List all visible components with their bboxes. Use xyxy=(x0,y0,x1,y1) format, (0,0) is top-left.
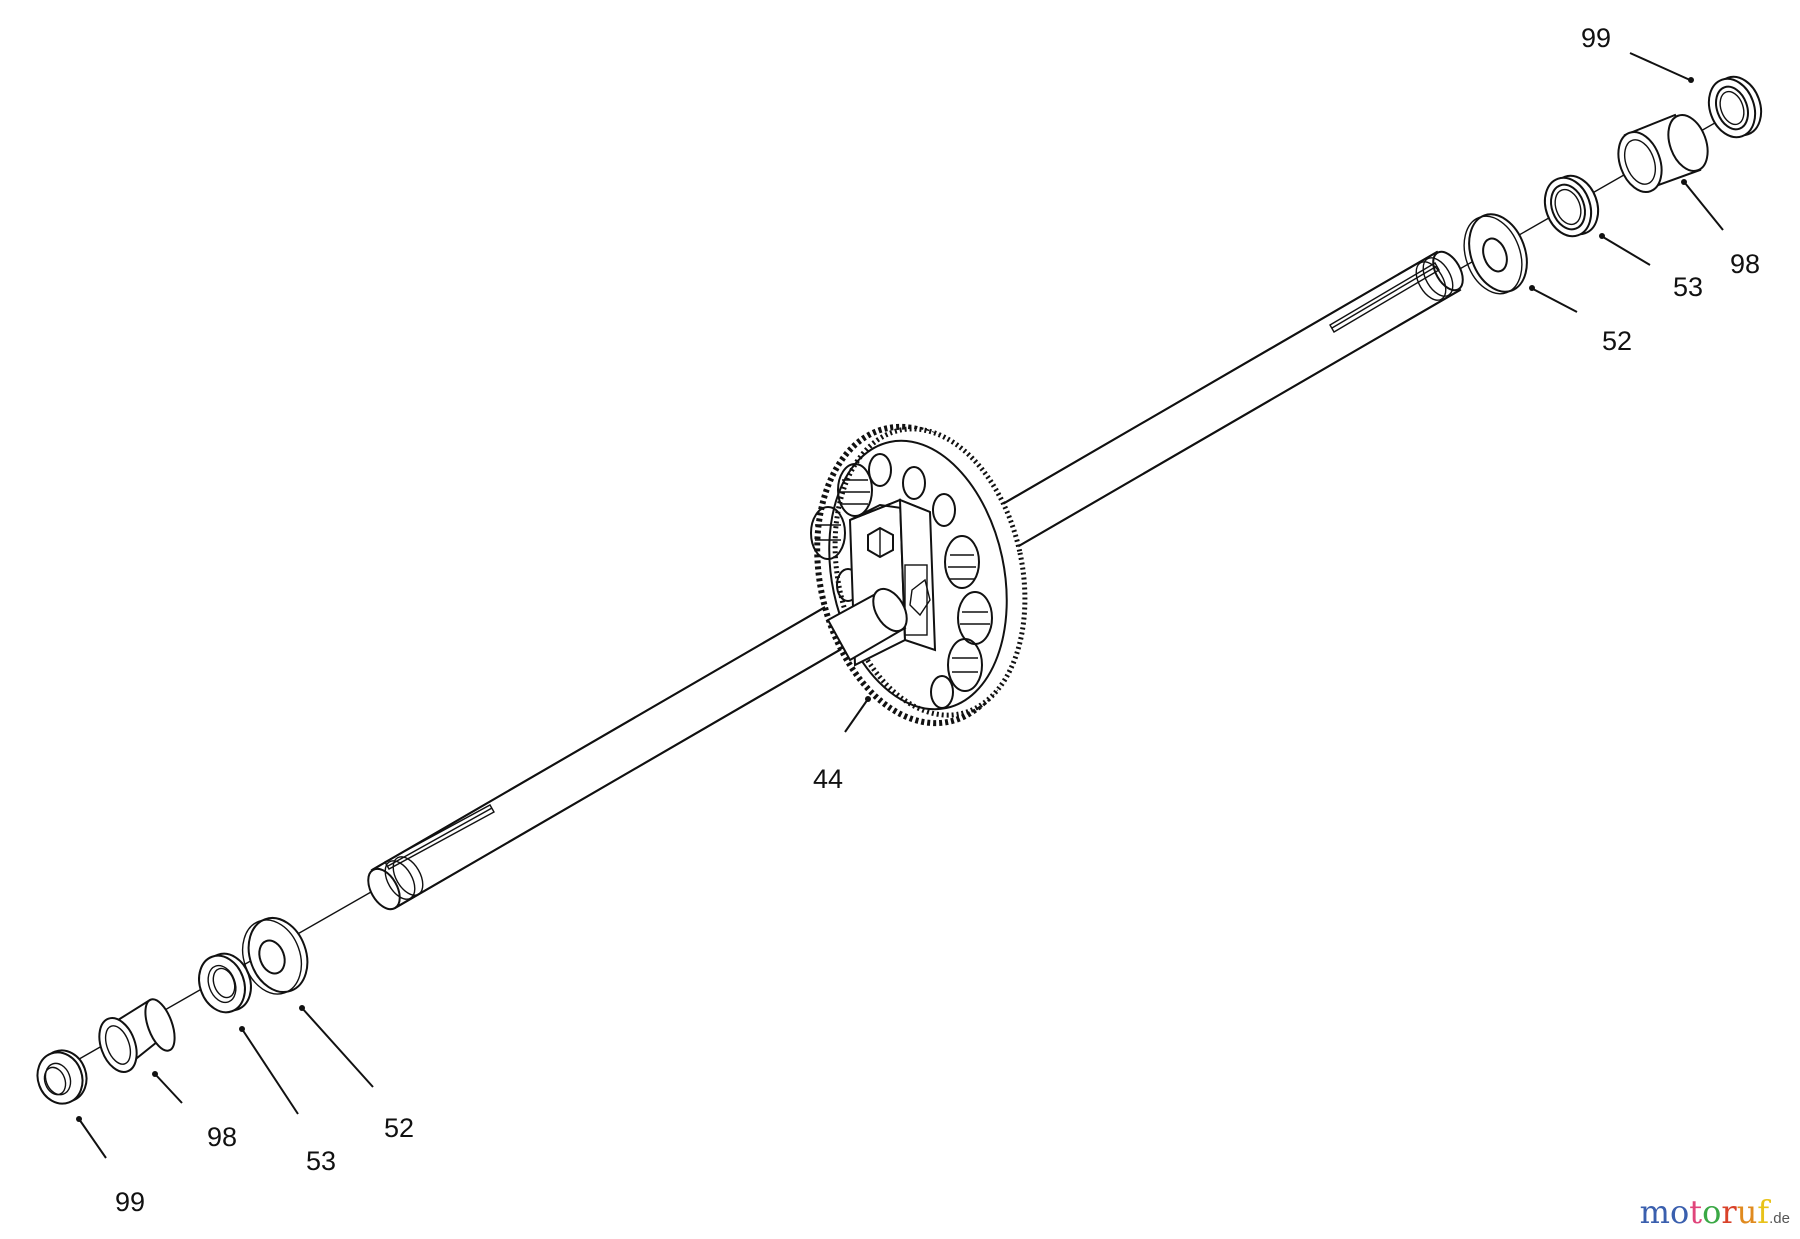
callout-98-right: 98 xyxy=(1730,249,1760,279)
watermark-letter: r xyxy=(1721,1193,1737,1231)
differential-gear xyxy=(810,423,1028,727)
watermark-letter: f xyxy=(1757,1193,1770,1231)
watermark-letter: m xyxy=(1639,1193,1670,1231)
watermark-letter: t xyxy=(1689,1193,1703,1231)
left-bushing-98 xyxy=(98,998,176,1073)
callout-52-right: 52 xyxy=(1602,326,1632,356)
watermark-tld: .de xyxy=(1769,1210,1790,1227)
watermark-letter: o xyxy=(1702,1193,1722,1231)
right-bearing-53 xyxy=(1543,174,1600,238)
left-washer-52 xyxy=(241,917,309,995)
part-callouts: 99 98 53 52 44 52 53 98 99 xyxy=(115,23,1760,1217)
leader-lines xyxy=(76,52,1724,1159)
left-seal-99 xyxy=(36,1049,88,1105)
callout-44: 44 xyxy=(813,764,843,794)
right-bushing-98 xyxy=(1617,113,1709,193)
callout-99-left: 99 xyxy=(115,1187,145,1217)
callout-52-left: 52 xyxy=(384,1113,414,1143)
left-bearing-53 xyxy=(198,952,252,1014)
watermark-letter: o xyxy=(1670,1193,1690,1231)
right-seal-99 xyxy=(1707,75,1763,139)
callout-99-right: 99 xyxy=(1581,23,1611,53)
motoruf-watermark-logo: motoruf.de xyxy=(1640,1193,1790,1231)
callout-98-left: 98 xyxy=(207,1122,237,1152)
right-washer-52 xyxy=(1463,213,1528,295)
callout-53-left: 53 xyxy=(306,1146,336,1176)
callout-53-right: 53 xyxy=(1673,272,1703,302)
gear-hole-hatching xyxy=(815,479,990,673)
watermark-letter: u xyxy=(1736,1193,1758,1231)
